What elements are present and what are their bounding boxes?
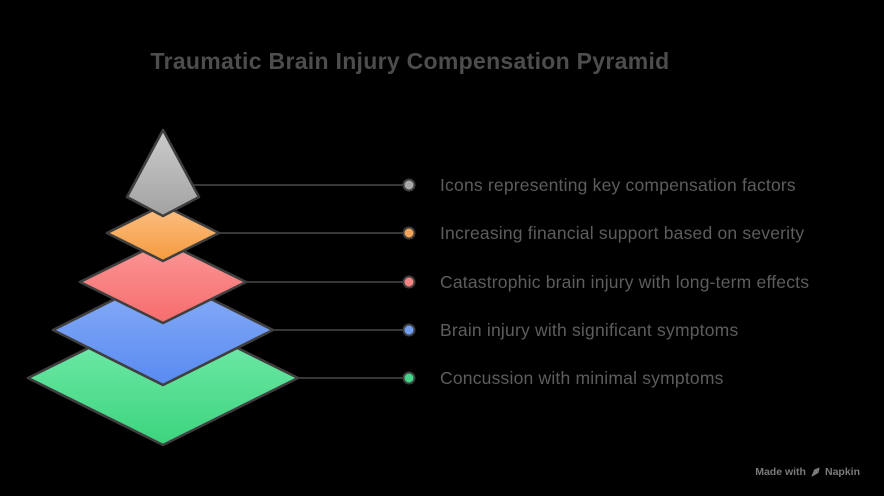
level-label-5: Concussion with minimal symptoms bbox=[440, 368, 724, 388]
napkin-logo-icon bbox=[810, 467, 821, 478]
level-dot-2 bbox=[402, 226, 416, 240]
level-label-4: Brain injury with significant symptoms bbox=[440, 320, 739, 340]
pyramid-level-4-shape bbox=[51, 273, 275, 387]
level-dot-4 bbox=[402, 323, 416, 337]
watermark-brand: Napkin bbox=[824, 466, 860, 478]
pyramid-level-2-shape bbox=[105, 203, 221, 263]
level-label-1: Icons representing key compensation fact… bbox=[440, 175, 796, 195]
pyramid-level-3-shape bbox=[78, 239, 248, 325]
level-dot-5 bbox=[402, 371, 416, 385]
watermark: Made with Napkin bbox=[755, 466, 860, 478]
level-dot-3 bbox=[402, 275, 416, 289]
level-label-2: Increasing financial support based on se… bbox=[440, 223, 805, 243]
level-label-3: Catastrophic brain injury with long-term… bbox=[440, 272, 810, 292]
pyramid-level-1-shape bbox=[125, 128, 201, 218]
page-title: Traumatic Brain Injury Compensation Pyra… bbox=[150, 48, 670, 74]
level-dot-1 bbox=[402, 178, 416, 192]
watermark-text-prefix: Made with bbox=[755, 466, 806, 478]
